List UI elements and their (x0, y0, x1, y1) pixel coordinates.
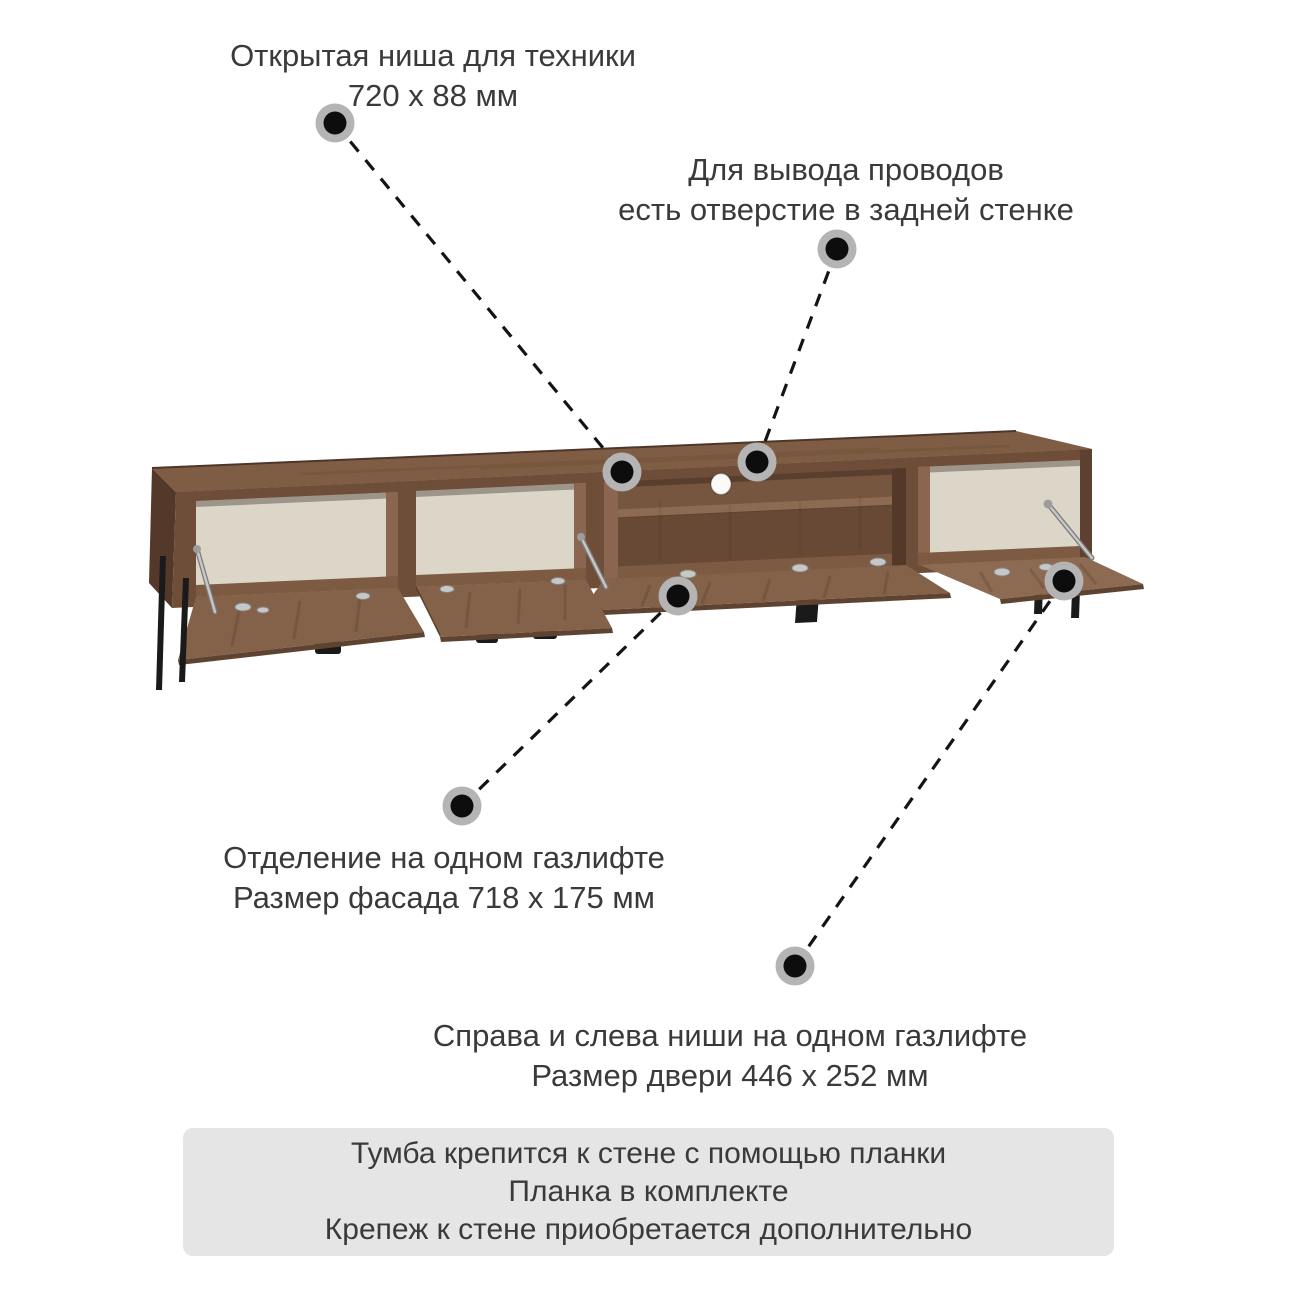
callout-lines (333, 121, 1066, 967)
callout-markers (315, 103, 1084, 986)
callout-marker-1b (602, 452, 642, 492)
callout-label-open-niche: Открытая ниша для техники 720 х 88 мм (230, 36, 636, 116)
left-flap-door-2 (415, 580, 613, 642)
cabinet-left-side (149, 468, 176, 608)
callout-marker-4a (775, 946, 815, 986)
niche-lower-back (604, 505, 906, 567)
callout-label-gas-lift-compartment: Отделение на одном газлифте Размер фасад… (223, 838, 665, 918)
callout-line-1 (333, 121, 624, 473)
niche-shelf (604, 496, 906, 519)
callout-line-4 (793, 580, 1066, 967)
callout-marker-1a (315, 103, 355, 143)
callout-label-line: 720 х 88 мм (347, 78, 519, 113)
wall-mount-note: Тумба крепится к стене с помощью планки … (183, 1128, 1114, 1256)
callout-label-line: Открытая ниша для техники (230, 38, 636, 73)
callout-line-2 (755, 248, 839, 464)
callout-label-line: есть отверстие в задней стенке (618, 192, 1074, 227)
left-front-leg (179, 578, 189, 682)
note-line: Тумба крепится к стене с помощью планки (350, 1137, 947, 1170)
callout-marker-2a (817, 229, 857, 269)
left-back-leg (156, 556, 166, 690)
cable-hole (710, 472, 732, 496)
callout-label-line: Размер фасада 718 х 175 мм (233, 880, 655, 915)
callout-marker-2b (737, 442, 777, 482)
callout-marker-4b (1044, 561, 1084, 601)
callout-label-line: Справа и слева ниши на одном газлифте (432, 1018, 1028, 1053)
cabinet-right-edge (1080, 449, 1092, 566)
left-compartment-1 (196, 492, 398, 597)
callout-line-3 (460, 594, 680, 808)
callout-label-line: Для вывода проводов (688, 152, 1004, 187)
door-hinges (234, 557, 1054, 614)
left-flap-door-1 (178, 588, 425, 665)
gas-lift-struts (193, 499, 1095, 615)
note-line: Планка в комплекте (508, 1175, 789, 1208)
callout-marker-3b (658, 576, 698, 616)
middle-open-niche (603, 468, 907, 579)
callout-label-line: Отделение на одном газлифте (223, 840, 665, 875)
left-compartment-2 (416, 483, 586, 587)
note-line: Крепеж к стене приобретается дополнитель… (324, 1213, 973, 1246)
callout-label-side-niches: Справа и слева ниши на одном газлифте Ра… (433, 1016, 1027, 1096)
callout-label-cable-hole: Для вывода проводов есть отверстие в зад… (618, 150, 1074, 230)
right-flap-door (920, 557, 1144, 604)
callout-marker-3a (442, 786, 482, 826)
left-metal-legs (156, 556, 189, 690)
right-compartment (918, 460, 1080, 565)
callout-label-line: Размер двери 446 х 252 мм (531, 1058, 929, 1093)
